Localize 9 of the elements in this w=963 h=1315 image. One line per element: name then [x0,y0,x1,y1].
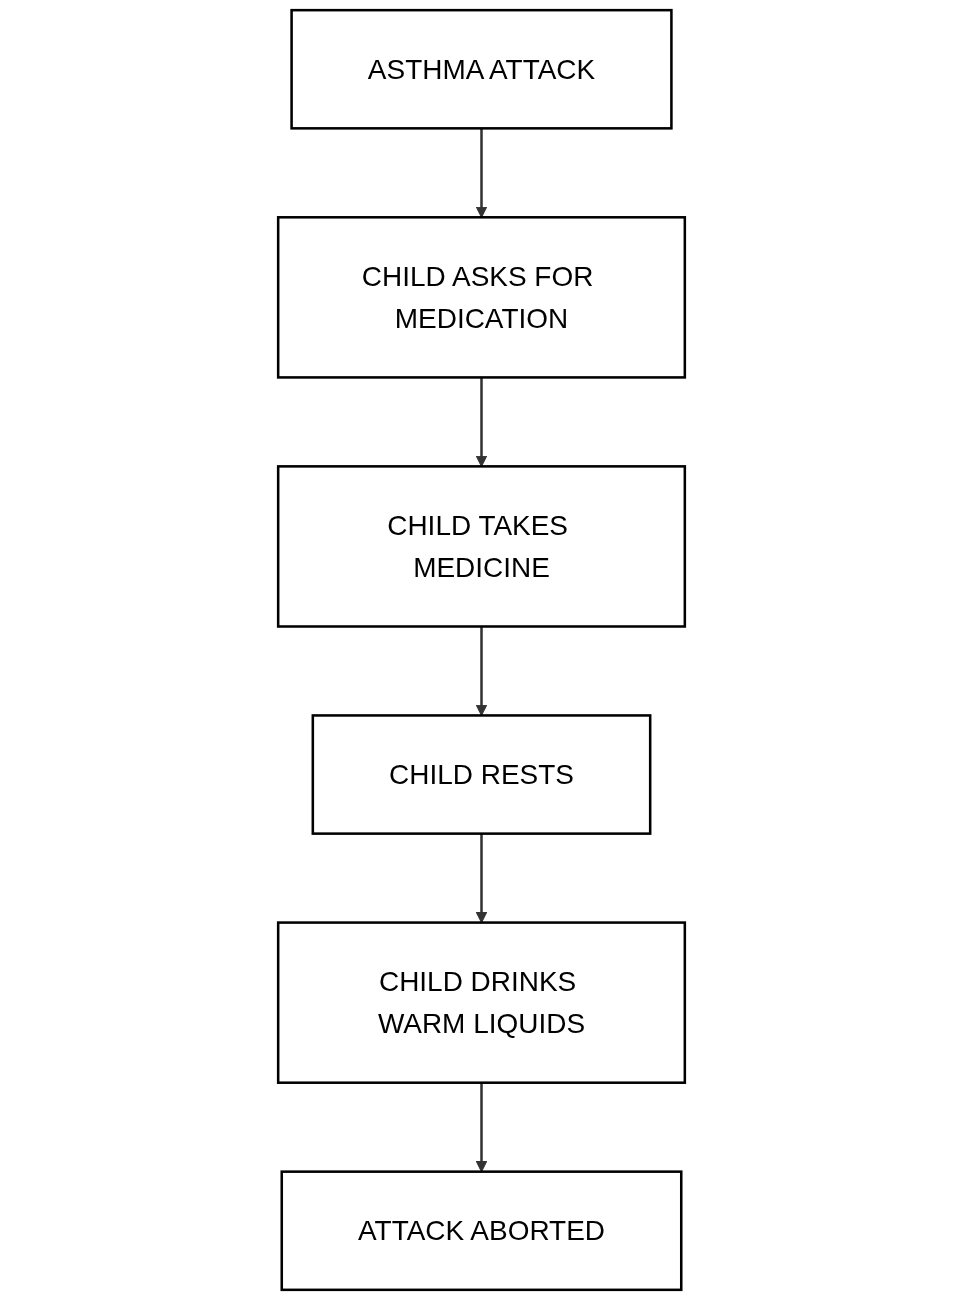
node-box: CHILD ASKS FOR MEDICATION [276,216,687,379]
node-box: ATTACK ABORTED [280,1170,683,1292]
node-box: CHILD TAKES MEDICINE [276,465,687,628]
arrow [475,377,488,467]
arrow [475,128,488,218]
node-box: CHILD RESTS [311,714,652,835]
node-box: CHILD DRINKS WARM LIQUIDS [276,921,687,1084]
arrow [475,626,488,716]
node-box: ASTHMA ATTACK [290,8,673,130]
